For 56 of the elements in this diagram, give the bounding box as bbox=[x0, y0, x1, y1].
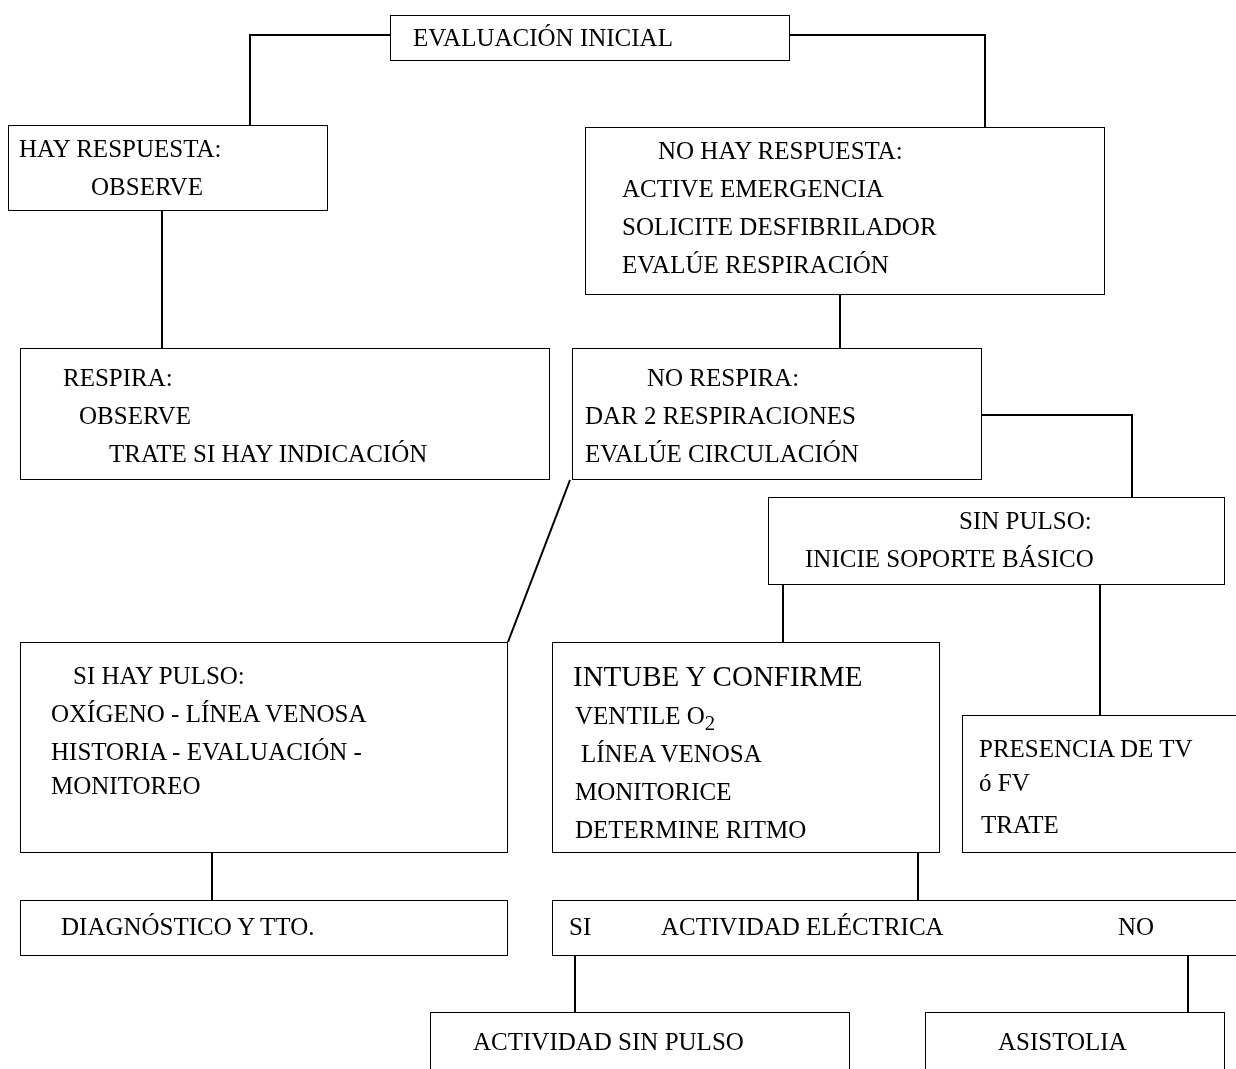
process-box bbox=[20, 642, 508, 853]
connector-line bbox=[839, 294, 841, 349]
step-text: DETERMINE RITMO bbox=[575, 815, 807, 845]
step-text: MONITORICE bbox=[575, 777, 732, 807]
process-box bbox=[768, 497, 1225, 585]
process-box bbox=[8, 125, 328, 211]
step-text: EVALÚE CIRCULACIÓN bbox=[585, 439, 859, 469]
step-text: ACTIVIDAD ELÉCTRICA bbox=[661, 912, 944, 942]
step-text: LÍNEA VENOSA bbox=[581, 739, 762, 769]
step-text: DIAGNÓSTICO Y TTO. bbox=[61, 912, 315, 942]
connector-line bbox=[789, 34, 986, 128]
step-text: NO bbox=[1118, 912, 1155, 942]
connector-line bbox=[981, 414, 1133, 498]
step-text: EVALÚE RESPIRACIÓN bbox=[622, 250, 889, 280]
step-text: ASISTOLIA bbox=[998, 1027, 1127, 1057]
step-text: ACTIVIDAD SIN PULSO bbox=[473, 1027, 744, 1057]
step-heading: NO HAY RESPUESTA: bbox=[658, 136, 903, 166]
process-box bbox=[925, 1012, 1225, 1069]
step-text: DAR 2 RESPIRACIONES bbox=[585, 401, 856, 431]
connector-line bbox=[917, 852, 919, 901]
step-text: VENTILE O$_{2}$ bbox=[575, 701, 716, 737]
step-heading: SI HAY PULSO: bbox=[73, 661, 245, 691]
step-heading: INTUBE Y CONFIRME bbox=[573, 659, 863, 693]
connector-line bbox=[1187, 955, 1189, 1013]
process-box bbox=[962, 715, 1236, 853]
step-text: SOLICITE DESFIBRILADOR bbox=[622, 212, 937, 242]
process-box bbox=[552, 642, 940, 853]
step-text: HISTORIA - EVALUACIÓN - MONITOREO bbox=[51, 737, 363, 801]
step-text: TRATE bbox=[981, 810, 1059, 840]
connector-line bbox=[161, 210, 163, 349]
connector-line bbox=[249, 34, 391, 126]
step-heading: PRESENCIA DE TV ó FV bbox=[979, 734, 1194, 798]
connector-line bbox=[507, 479, 571, 643]
process-box bbox=[430, 1012, 850, 1069]
process-box bbox=[572, 348, 982, 480]
process-box bbox=[20, 900, 508, 956]
step-heading: SIN PULSO: bbox=[959, 506, 1092, 536]
connector-line bbox=[211, 852, 213, 901]
step-heading: HAY RESPUESTA: bbox=[19, 134, 222, 164]
step-heading: NO RESPIRA: bbox=[647, 363, 800, 393]
step-text: TRATE SI HAY INDICACIÓN bbox=[109, 439, 428, 469]
step-text: INICIE SOPORTE BÁSICO bbox=[805, 544, 1094, 574]
step-text: OXÍGENO - LÍNEA VENOSA bbox=[51, 699, 367, 729]
connector-line bbox=[782, 584, 784, 643]
connector-line bbox=[574, 955, 576, 1013]
process-box bbox=[585, 127, 1105, 295]
process-box bbox=[552, 900, 1236, 956]
process-box bbox=[20, 348, 550, 480]
connector-line bbox=[1099, 584, 1101, 716]
step-text: EVALUACIÓN INICIAL bbox=[413, 23, 673, 53]
step-text: OBSERVE bbox=[79, 401, 191, 431]
step-text: ACTIVE EMERGENCIA bbox=[622, 174, 884, 204]
step-text: SI bbox=[569, 912, 592, 942]
step-heading: RESPIRA: bbox=[63, 363, 173, 393]
step-text: OBSERVE bbox=[91, 172, 203, 202]
process-box bbox=[390, 15, 790, 61]
